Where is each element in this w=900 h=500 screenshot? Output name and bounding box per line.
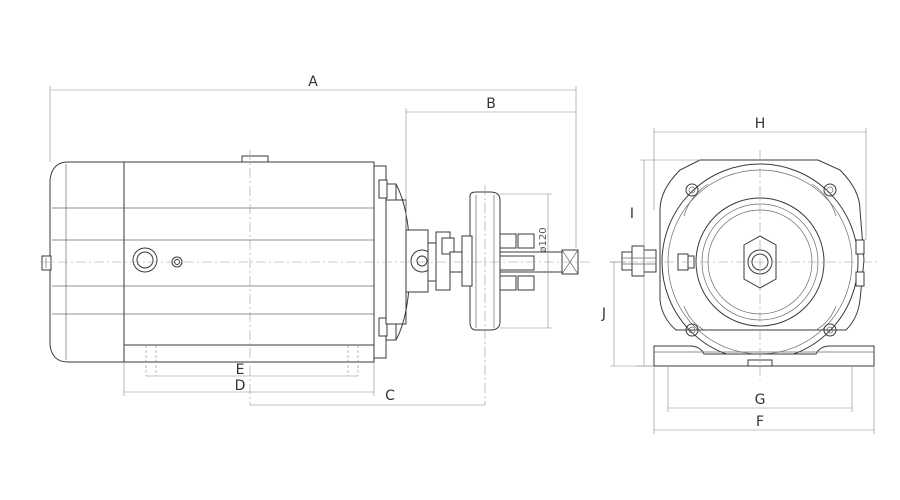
- rear-knob: [41, 255, 52, 271]
- top-lug: [241, 155, 269, 163]
- left-fitting: [621, 251, 633, 271]
- side-view: ø120 A B E D C: [40, 74, 590, 406]
- rear-end-cap: [49, 161, 125, 363]
- cable-gland-icon: [132, 247, 158, 273]
- dim-label-c: C: [385, 388, 395, 404]
- nut-upper: [499, 233, 517, 249]
- dim-label-i: I: [630, 206, 634, 222]
- dim-label-h: H: [755, 116, 766, 132]
- dim-label-d: D: [235, 378, 246, 394]
- front-base: [653, 345, 875, 367]
- dim-label-g: G: [755, 392, 766, 408]
- dim-label-j: J: [601, 306, 606, 322]
- dim-label-a: A: [308, 74, 318, 90]
- dim-label-b: B: [486, 96, 496, 112]
- dim-label-e: E: [236, 362, 245, 378]
- front-view: H I J G F: [601, 116, 880, 434]
- base-foot: [123, 344, 375, 363]
- bolt-icons: [685, 183, 837, 337]
- nut-lower: [499, 275, 517, 291]
- shaft-diameter-label: ø120: [538, 227, 549, 252]
- dim-label-f: F: [756, 414, 764, 430]
